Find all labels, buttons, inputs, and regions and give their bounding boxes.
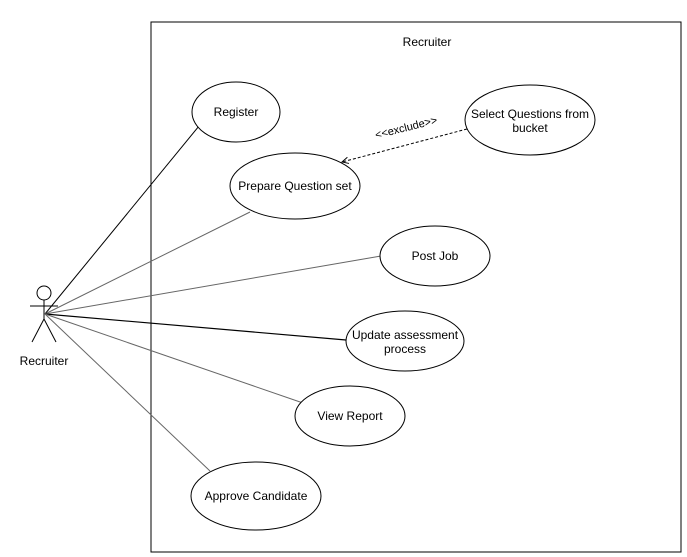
actor-right-leg	[43, 318, 57, 343]
association-update-assessment	[44, 313, 347, 341]
exclude-arrow	[342, 128, 468, 162]
association-prepare-question-set	[44, 211, 251, 315]
system-boundary: Recruiter	[150, 21, 682, 553]
use-case-select-questions-label-line1: Select Questions from	[471, 107, 589, 121]
use-case-update-assessment-label-line2: process	[384, 342, 426, 356]
associations	[44, 125, 382, 472]
actor: Recruiter	[20, 285, 69, 368]
use-case-post-job-label: Post Job	[412, 249, 459, 263]
actor-left-leg	[31, 318, 45, 343]
use-case-view-report-label: View Report	[317, 409, 383, 423]
association-post-job	[44, 255, 382, 315]
association-view-report	[44, 313, 304, 404]
actor-label: Recruiter	[20, 354, 69, 368]
use-case-approve-candidate[interactable]: Approve Candidate	[190, 461, 322, 531]
use-case-select-questions[interactable]: Select Questions from bucket	[464, 84, 596, 156]
use-case-register-label: Register	[214, 105, 259, 119]
use-case-approve-candidate-label: Approve Candidate	[205, 489, 308, 503]
use-case-select-questions-label-line2: bucket	[512, 121, 548, 135]
use-case-view-report[interactable]: View Report	[294, 385, 406, 447]
use-case-prepare-question-set-label: Prepare Question set	[238, 179, 352, 193]
use-case-post-job[interactable]: Post Job	[379, 225, 491, 287]
association-approve-candidate	[44, 313, 211, 472]
actor-head	[36, 285, 52, 301]
use-case-register[interactable]: Register	[191, 81, 281, 143]
use-case-update-assessment-label-line1: Update assessment	[352, 328, 459, 342]
system-title: Recruiter	[403, 35, 452, 49]
exclude-relationship: <<exclude>>	[342, 115, 468, 162]
association-register	[44, 125, 200, 315]
use-case-update-assessment[interactable]: Update assessment process	[345, 310, 465, 372]
exclude-label: <<exclude>>	[374, 115, 439, 142]
use-case-prepare-question-set[interactable]: Prepare Question set	[229, 152, 361, 220]
